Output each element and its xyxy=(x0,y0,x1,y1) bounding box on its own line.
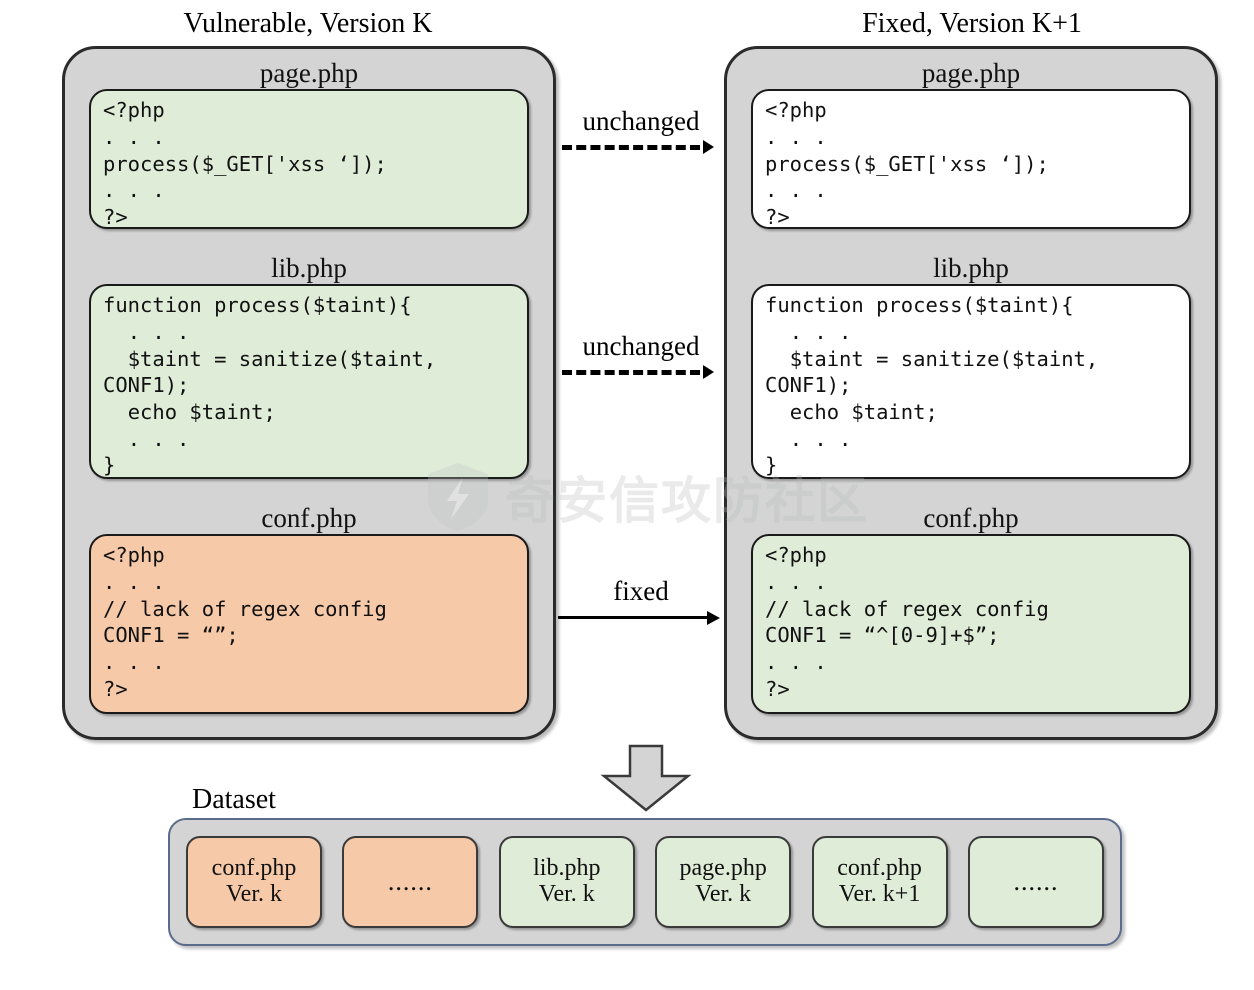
dataset-card[interactable]: page.php Ver. k xyxy=(655,836,792,928)
code-block: <?php . . . // lack of regex config CONF… xyxy=(89,534,529,715)
code-block: function process($taint){ . . . $taint =… xyxy=(751,284,1191,480)
code-block: <?php . . . process($_GET['xss ‘]); . . … xyxy=(89,89,529,230)
right-column-title: Fixed, Version K+1 xyxy=(862,8,1082,39)
dataset-card-version: Ver. k+1 xyxy=(838,881,921,907)
dataset-card-name: page.php xyxy=(679,855,767,882)
left-file-page-php: page.php <?php . . . process($_GET['xss … xyxy=(65,58,553,230)
dashed-arrow-icon xyxy=(556,138,726,156)
file-label: page.php xyxy=(259,58,359,88)
dataset-title: Dataset xyxy=(192,784,276,815)
dataset-card[interactable]: lib.php Ver. k xyxy=(498,836,635,928)
right-file-lib-php: lib.php function process($taint){ . . . … xyxy=(727,253,1215,480)
file-label: conf.php xyxy=(923,503,1019,533)
dataset-card-name: conf.php xyxy=(837,855,922,882)
dataset-card-name: ...... xyxy=(1013,866,1059,896)
left-file-lib-php: lib.php function process($taint){ . . . … xyxy=(65,253,553,480)
dataset-card[interactable]: ...... xyxy=(967,836,1104,928)
solid-arrow-icon xyxy=(556,608,726,626)
vulnerable-version-panel: page.php <?php . . . process($_GET['xss … xyxy=(62,46,556,740)
connector-lib-unchanged: unchanged xyxy=(556,333,726,381)
connector-conf-fixed: fixed xyxy=(556,578,726,626)
dataset-card-name: conf.php xyxy=(211,855,297,882)
connector-label: unchanged xyxy=(582,331,700,361)
right-file-page-php: page.php <?php . . . process($_GET['xss … xyxy=(727,58,1215,230)
connector-label: fixed xyxy=(613,576,669,606)
code-block: function process($taint){ . . . $taint =… xyxy=(89,284,529,480)
dashed-arrow-icon xyxy=(556,363,726,381)
dataset-card[interactable]: ...... xyxy=(342,836,479,928)
dataset-container: conf.php Ver. k ...... lib.php Ver. k pa… xyxy=(168,818,1122,946)
dataset-card-version: Ver. k xyxy=(226,881,282,907)
dataset-card-version: Ver. k xyxy=(695,881,752,907)
dataset-card[interactable]: conf.php Ver. k xyxy=(186,836,322,928)
fixed-version-panel: page.php <?php . . . process($_GET['xss … xyxy=(724,46,1218,740)
file-label: page.php xyxy=(921,58,1021,88)
file-label: lib.php xyxy=(271,253,347,283)
connector-label: unchanged xyxy=(582,106,700,136)
dataset-card-version: Ver. k xyxy=(538,881,595,907)
left-column-title: Vulnerable, Version K xyxy=(183,8,433,39)
right-file-conf-php: conf.php <?php . . . // lack of regex co… xyxy=(727,503,1215,715)
file-label: conf.php xyxy=(261,503,357,533)
dataset-card[interactable]: conf.php Ver. k+1 xyxy=(811,836,948,928)
connector-page-unchanged: unchanged xyxy=(556,108,726,156)
left-file-conf-php: conf.php <?php . . . // lack of regex co… xyxy=(65,503,553,715)
dataset-card-name: lib.php xyxy=(533,855,601,882)
file-label: lib.php xyxy=(933,253,1009,283)
code-block: <?php . . . // lack of regex config CONF… xyxy=(751,534,1191,715)
dataset-card-name: ...... xyxy=(387,866,433,896)
code-block: <?php . . . process($_GET['xss ‘]); . . … xyxy=(751,89,1191,230)
down-arrow-icon xyxy=(600,744,692,812)
